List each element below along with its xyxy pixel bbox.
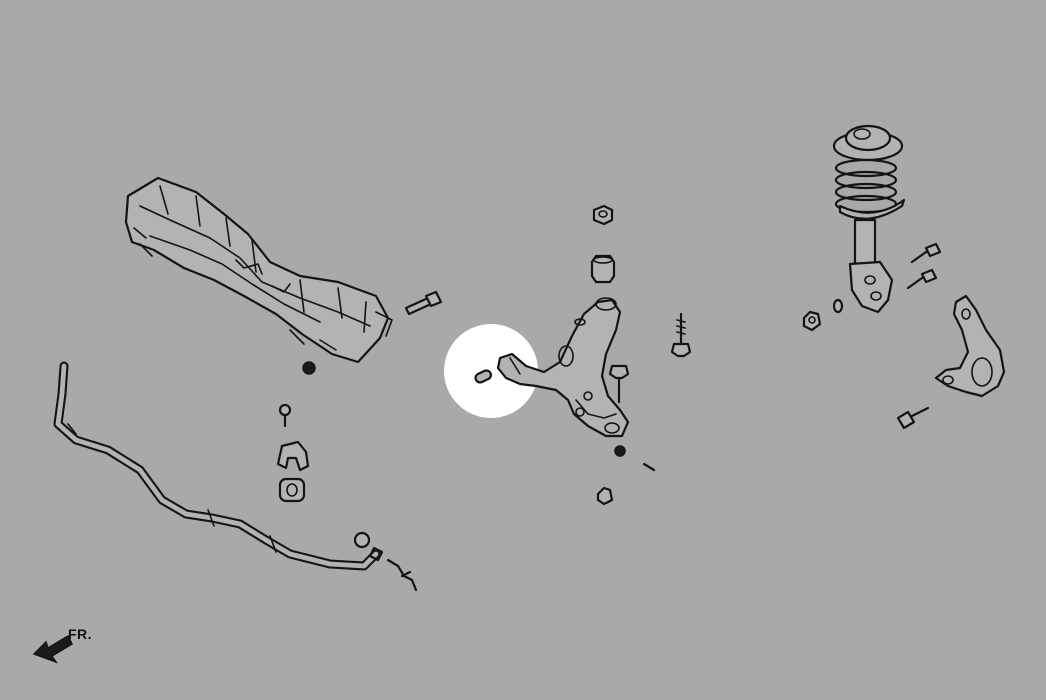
- knuckle-bolt: [896, 406, 930, 430]
- steering-knuckle: [934, 294, 1006, 398]
- stabilizer-link: [353, 531, 418, 592]
- front-direction-arrow: [32, 634, 73, 664]
- arm-bolt: [608, 364, 630, 404]
- strut-nut: [802, 310, 822, 332]
- arm-top-nut: [592, 204, 614, 226]
- front-subframe: [124, 176, 393, 364]
- subframe-bolt: [404, 290, 443, 316]
- ball-joint-nut: [614, 445, 626, 457]
- bracket-bolt: [278, 403, 292, 428]
- strut-assembly: [832, 124, 906, 314]
- front-direction-label: FR.: [68, 626, 93, 642]
- stabilizer-bracket: [276, 440, 310, 472]
- stabilizer-bar: [53, 361, 381, 571]
- strut-washer: [832, 298, 844, 314]
- stabilizer-bushing: [278, 477, 306, 503]
- arm-front-bushing: [590, 254, 616, 284]
- strut-bolt-upper: [910, 242, 942, 264]
- highlight-circle: [444, 324, 538, 418]
- lower-control-arm: [496, 297, 630, 438]
- cotter-pin: [642, 462, 656, 472]
- highlighted-bushing: [474, 369, 492, 384]
- long-bolt: [670, 312, 692, 358]
- lower-nut: [596, 486, 614, 506]
- subframe-nut: [302, 361, 316, 375]
- strut-bolt-lower: [906, 268, 938, 290]
